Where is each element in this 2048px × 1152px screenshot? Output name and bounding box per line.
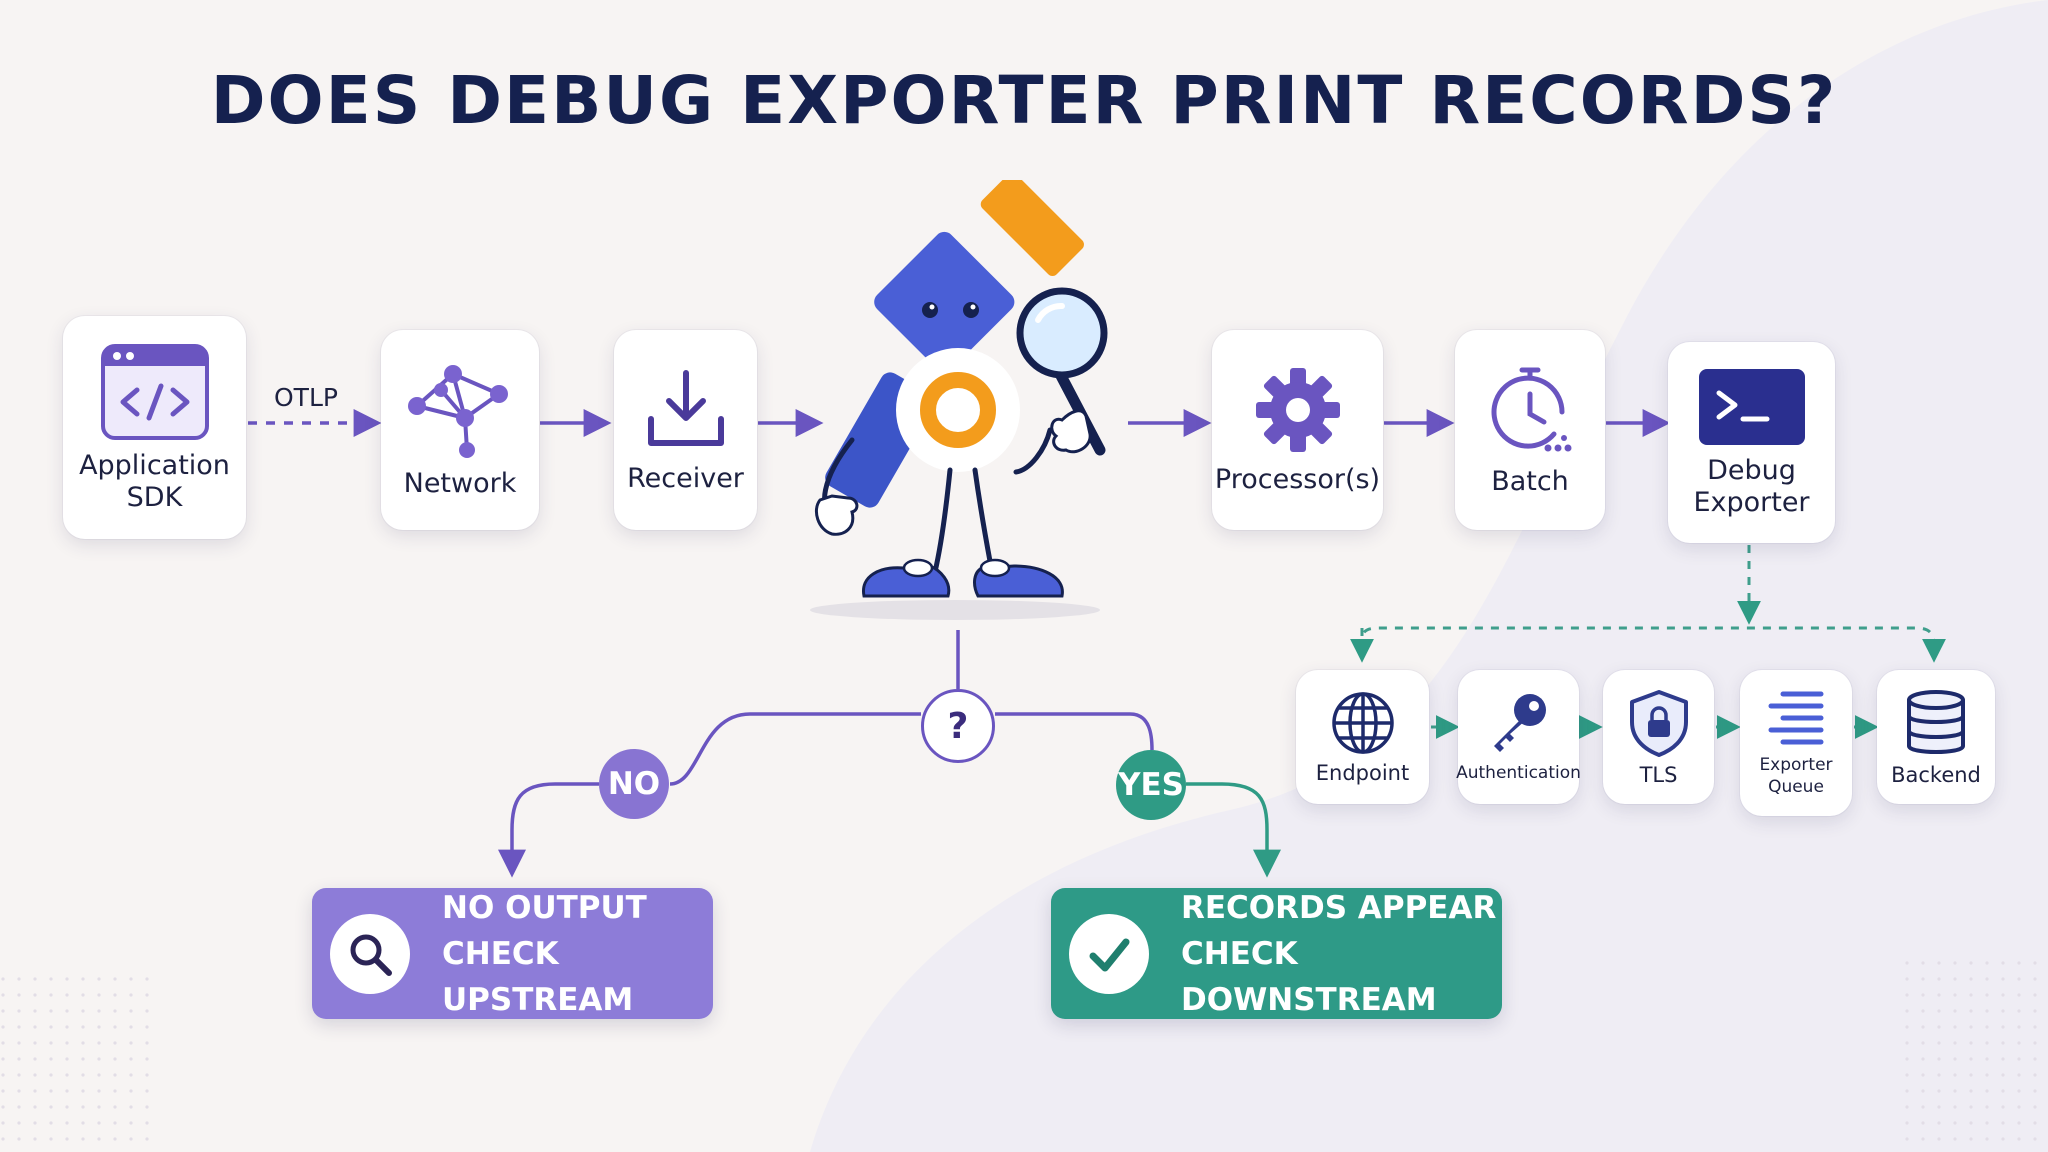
decision-node: ? — [921, 689, 995, 763]
result-line-1: NO OUTPUT — [442, 889, 647, 926]
network-nodes-icon — [408, 365, 508, 458]
gear-icon — [1255, 368, 1340, 452]
shield-lock-icon — [1629, 690, 1688, 757]
globe-icon — [1331, 692, 1394, 754]
code-window-icon — [100, 343, 209, 440]
downstream-endpoint: Endpoint — [1296, 670, 1429, 804]
downstream-label: TLS — [1639, 763, 1678, 787]
downstream-label: Authentication — [1456, 763, 1581, 783]
key-icon — [1493, 694, 1546, 752]
stage-label: Processor(s) — [1214, 464, 1381, 495]
downstream-label: Exporter Queue — [1759, 755, 1833, 797]
stage-label: Application SDK — [79, 449, 230, 513]
result-badge — [330, 913, 410, 994]
result-records-appear: RECORDS APPEAR CHECK DOWNSTREAM — [1051, 888, 1502, 1019]
stage-label: Debug Exporter — [1693, 454, 1810, 518]
stage-receiver: Receiver — [614, 330, 757, 530]
result-no-output: NO OUTPUT CHECK UPSTREAM — [312, 888, 713, 1019]
downstream-authentication: Authentication — [1456, 670, 1581, 804]
download-tray-icon — [647, 370, 724, 446]
queue-lines-icon — [1768, 691, 1824, 745]
yes-branch-label: YES — [1116, 750, 1186, 820]
stage-application-sdk: Application SDK — [63, 316, 246, 539]
result-badge — [1069, 913, 1149, 994]
otlp-label: OTLP — [274, 383, 338, 412]
terminal-icon — [1698, 368, 1805, 445]
downstream-exporter-queue: Exporter Queue — [1740, 670, 1852, 816]
downstream-label: Endpoint — [1315, 761, 1410, 785]
stage-debug-exporter: Debug Exporter — [1668, 342, 1835, 543]
downstream-label: Backend — [1891, 763, 1981, 787]
checkmark-icon — [1089, 938, 1130, 971]
stage-label: Receiver — [627, 463, 744, 494]
result-line-2: CHECK UPSTREAM — [442, 935, 634, 1018]
mascot-character — [810, 180, 1108, 620]
stage-label: Network — [403, 468, 517, 499]
downstream-backend: Backend — [1877, 670, 1995, 804]
no-branch-label: NO — [599, 749, 669, 819]
page-title: DOES DEBUG EXPORTER PRINT RECORDS? — [210, 62, 1838, 139]
stage-processors: Processor(s) — [1212, 330, 1383, 530]
stage-label: Batch — [1491, 466, 1569, 497]
stage-network: Network — [381, 330, 539, 530]
database-icon — [1907, 690, 1965, 754]
result-line-1: RECORDS APPEAR — [1181, 889, 1497, 926]
timer-icon — [1491, 367, 1572, 452]
result-line-2: CHECK DOWNSTREAM — [1181, 935, 1437, 1018]
stage-batch: Batch — [1455, 330, 1605, 530]
magnifier-icon — [350, 934, 392, 976]
downstream-tls: TLS — [1603, 670, 1714, 804]
